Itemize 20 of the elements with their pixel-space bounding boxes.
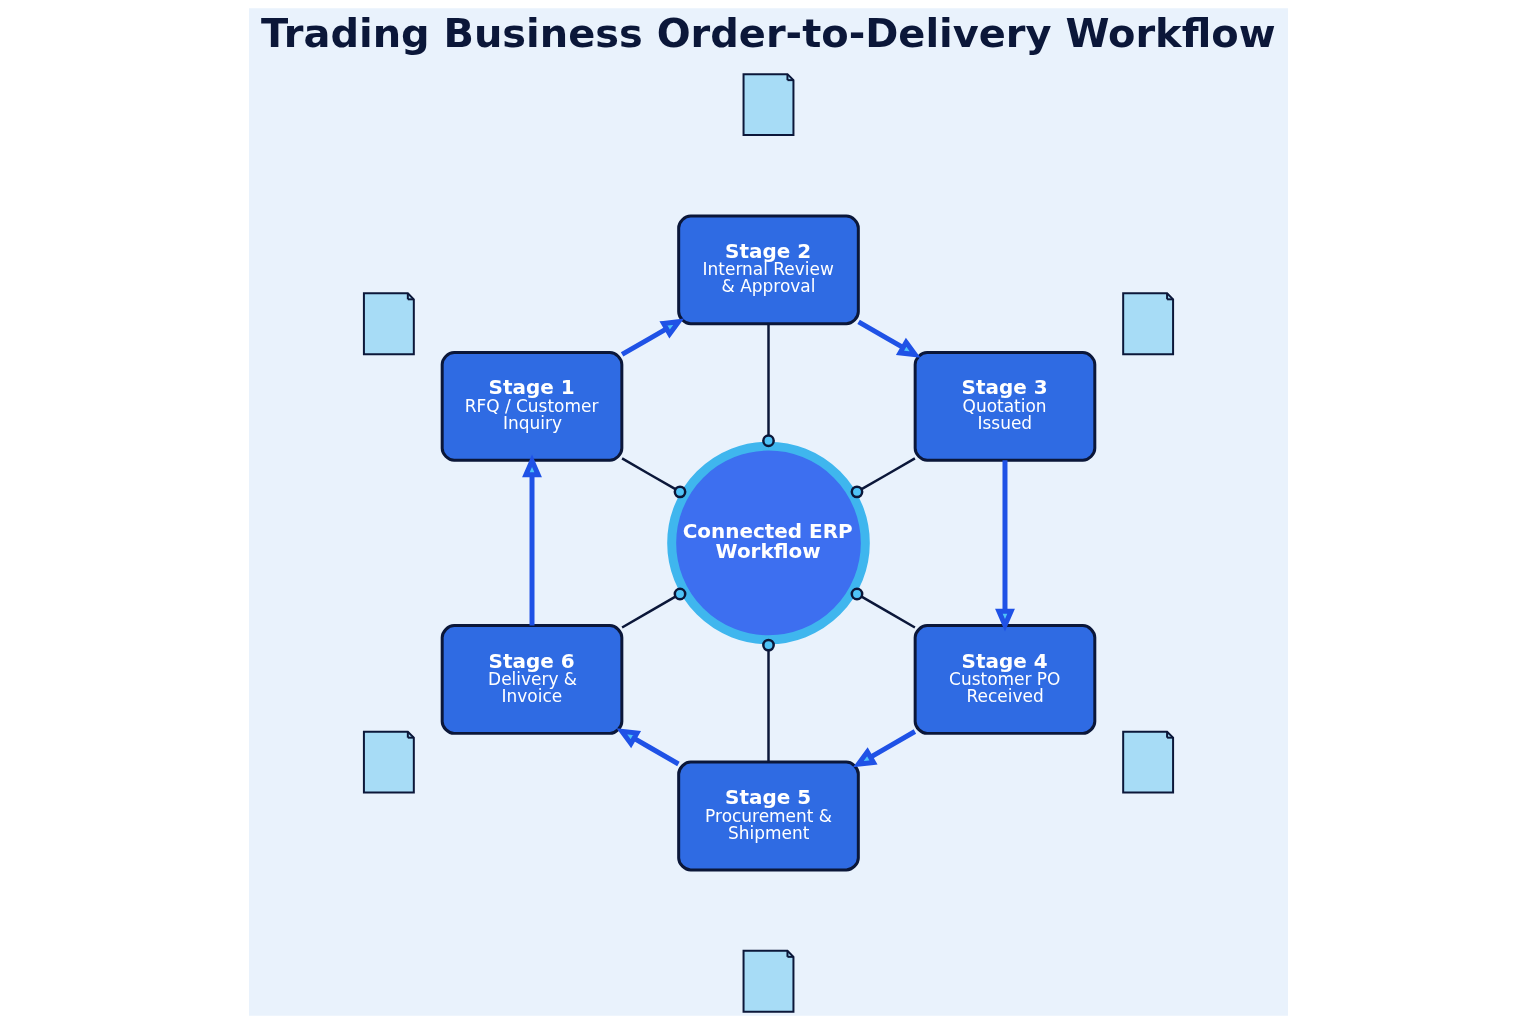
diagram-title: Trading Business Order-to-Delivery Workflow — [260, 10, 1276, 57]
arrow — [620, 318, 684, 357]
arrow — [994, 460, 1015, 632]
node-box: Stage 3 Quotation Issued — [913, 351, 1096, 462]
node-box: Stage 6 Delivery & Invoice — [440, 624, 623, 735]
node-circle: Connected ERP Workflow — [666, 441, 870, 645]
arrow — [521, 454, 542, 626]
arrow — [615, 728, 680, 767]
node-box: Stage 4 Customer PO Received — [913, 624, 1096, 735]
connector — [620, 457, 686, 499]
arrow — [852, 729, 916, 768]
connector — [620, 587, 686, 629]
connector — [761, 323, 775, 448]
node-box: Stage 5 Procurement & Shipment — [676, 760, 860, 872]
connector — [850, 587, 916, 629]
arrow — [856, 319, 921, 358]
connector — [761, 638, 775, 763]
connector — [850, 457, 916, 499]
node-box: Stage 1 RFQ / Customer Inquiry — [440, 351, 623, 462]
node-box: Stage 2 Internal Review & Approval — [676, 214, 860, 326]
